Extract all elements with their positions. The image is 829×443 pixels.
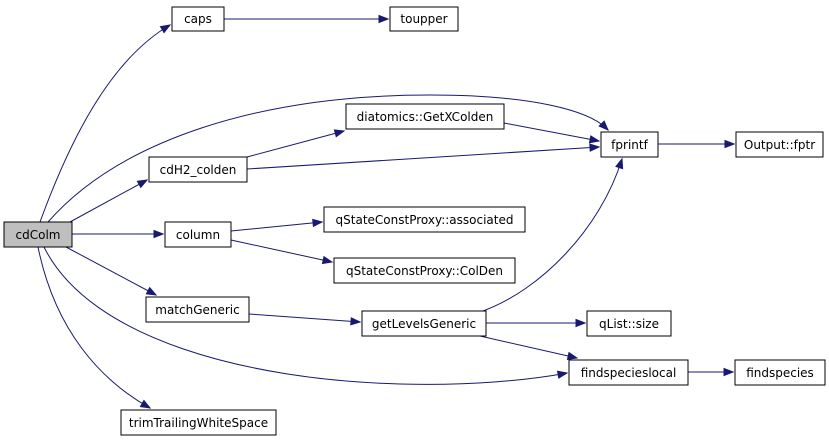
edge-cdColm-to-matchGeneric [65,246,158,296]
node-label-fprintf: fprintf [611,138,648,152]
arrowhead [159,24,172,34]
edge-findspecieslocal-to-findspecies [688,367,735,377]
node-qStateConstProxy-associated[interactable]: qStateConstProxy::associated [323,206,526,233]
edge-column-to-qStateConstProxy-ColDen [230,239,334,265]
node-getLevelsGeneric[interactable]: getLevelsGeneric [361,310,487,337]
edge-fprintf-to-Output-fptr [658,139,736,149]
node-label-qList-size: qList::size [599,317,659,331]
node-label-cdColm: cdColm [16,228,61,242]
edge-cdH2-colden-to-fprintf [246,143,601,170]
node-findspecieslocal[interactable]: findspecieslocal [568,359,689,386]
node-Output-fptr[interactable]: Output::fptr [735,131,824,158]
node-qStateConstProxy-ColDen[interactable]: qStateConstProxy::ColDen [333,257,516,284]
node-fprintf[interactable]: fprintf [600,131,659,158]
node-cdColm[interactable]: cdColm [3,221,73,248]
arrowhead [312,218,324,228]
arrowhead [589,143,601,152]
arrowhead [136,179,149,189]
edge-cdColm-to-caps [39,24,172,223]
node-label-trimTrailingWhiteSpace: trimTrailingWhiteSpace [129,416,268,430]
node-cdH2-colden[interactable]: cdH2_colden [148,156,248,183]
arrowhead [378,14,390,24]
node-label-caps: caps [184,12,212,26]
edge-column-to-qStateConstProxy-associated [230,218,324,232]
node-label-toupper: toupper [400,12,447,26]
edge-cdColm-to-cdH2-colden [69,179,149,223]
arrowhead [556,370,569,379]
arrowhead [153,229,165,239]
arrowhead [724,139,736,149]
edge-cdColm-to-column [72,229,165,239]
edge-getLevelsGeneric-to-fprintf [482,157,624,312]
node-findspecies[interactable]: findspecies [734,359,826,386]
node-label-Output-fptr: Output::fptr [744,138,815,152]
arrowhead [350,317,362,326]
arrowhead [321,255,334,265]
edge-getLevelsGeneric-to-findspecieslocal [479,335,579,361]
edge-getLevelsGeneric-to-qList-size [486,318,587,328]
edge-layer [37,14,736,409]
edge-cdColm-to-fprintf [47,94,609,223]
edge-cdColm-to-trimTrailingWhiteSpace [37,246,152,409]
node-toupper[interactable]: toupper [389,6,459,32]
node-caps[interactable]: caps [171,6,225,32]
node-label-getLevelsGeneric: getLevelsGeneric [372,317,476,331]
arrowhead [333,129,346,138]
node-qList-size[interactable]: qList::size [586,310,672,337]
arrowhead [145,286,158,296]
arrowhead [615,157,624,170]
node-column[interactable]: column [164,221,232,248]
node-label-findspecieslocal: findspecieslocal [581,366,677,380]
node-label-qStateConstProxy-ColDen: qStateConstProxy::ColDen [346,264,503,278]
arrowhead [598,120,609,131]
node-matchGeneric[interactable]: matchGeneric [145,296,250,323]
arrowhead [575,318,587,328]
arrowhead [588,135,601,144]
node-label-qStateConstProxy-associated: qStateConstProxy::associated [336,213,514,227]
arrowhead [139,399,152,409]
node-label-column: column [176,228,220,242]
edge-diatomics-GetXColden-to-fprintf [503,122,601,144]
edge-cdH2-colden-to-diatomics-GetXColden [246,129,346,158]
node-label-findspecies: findspecies [746,366,814,380]
arrowhead [566,351,579,361]
edge-cdColm-to-findspecieslocal [43,246,569,385]
node-label-cdH2-colden: cdH2_colden [160,163,237,177]
node-trimTrailingWhiteSpace[interactable]: trimTrailingWhiteSpace [120,409,277,436]
arrowhead [723,367,735,377]
node-label-matchGeneric: matchGeneric [155,303,240,317]
node-diatomics-GetXColden[interactable]: diatomics::GetXColden [345,103,505,130]
edge-caps-to-toupper [224,14,390,24]
edge-matchGeneric-to-getLevelsGeneric [248,313,362,326]
node-label-diatomics-GetXColden: diatomics::GetXColden [357,110,494,124]
